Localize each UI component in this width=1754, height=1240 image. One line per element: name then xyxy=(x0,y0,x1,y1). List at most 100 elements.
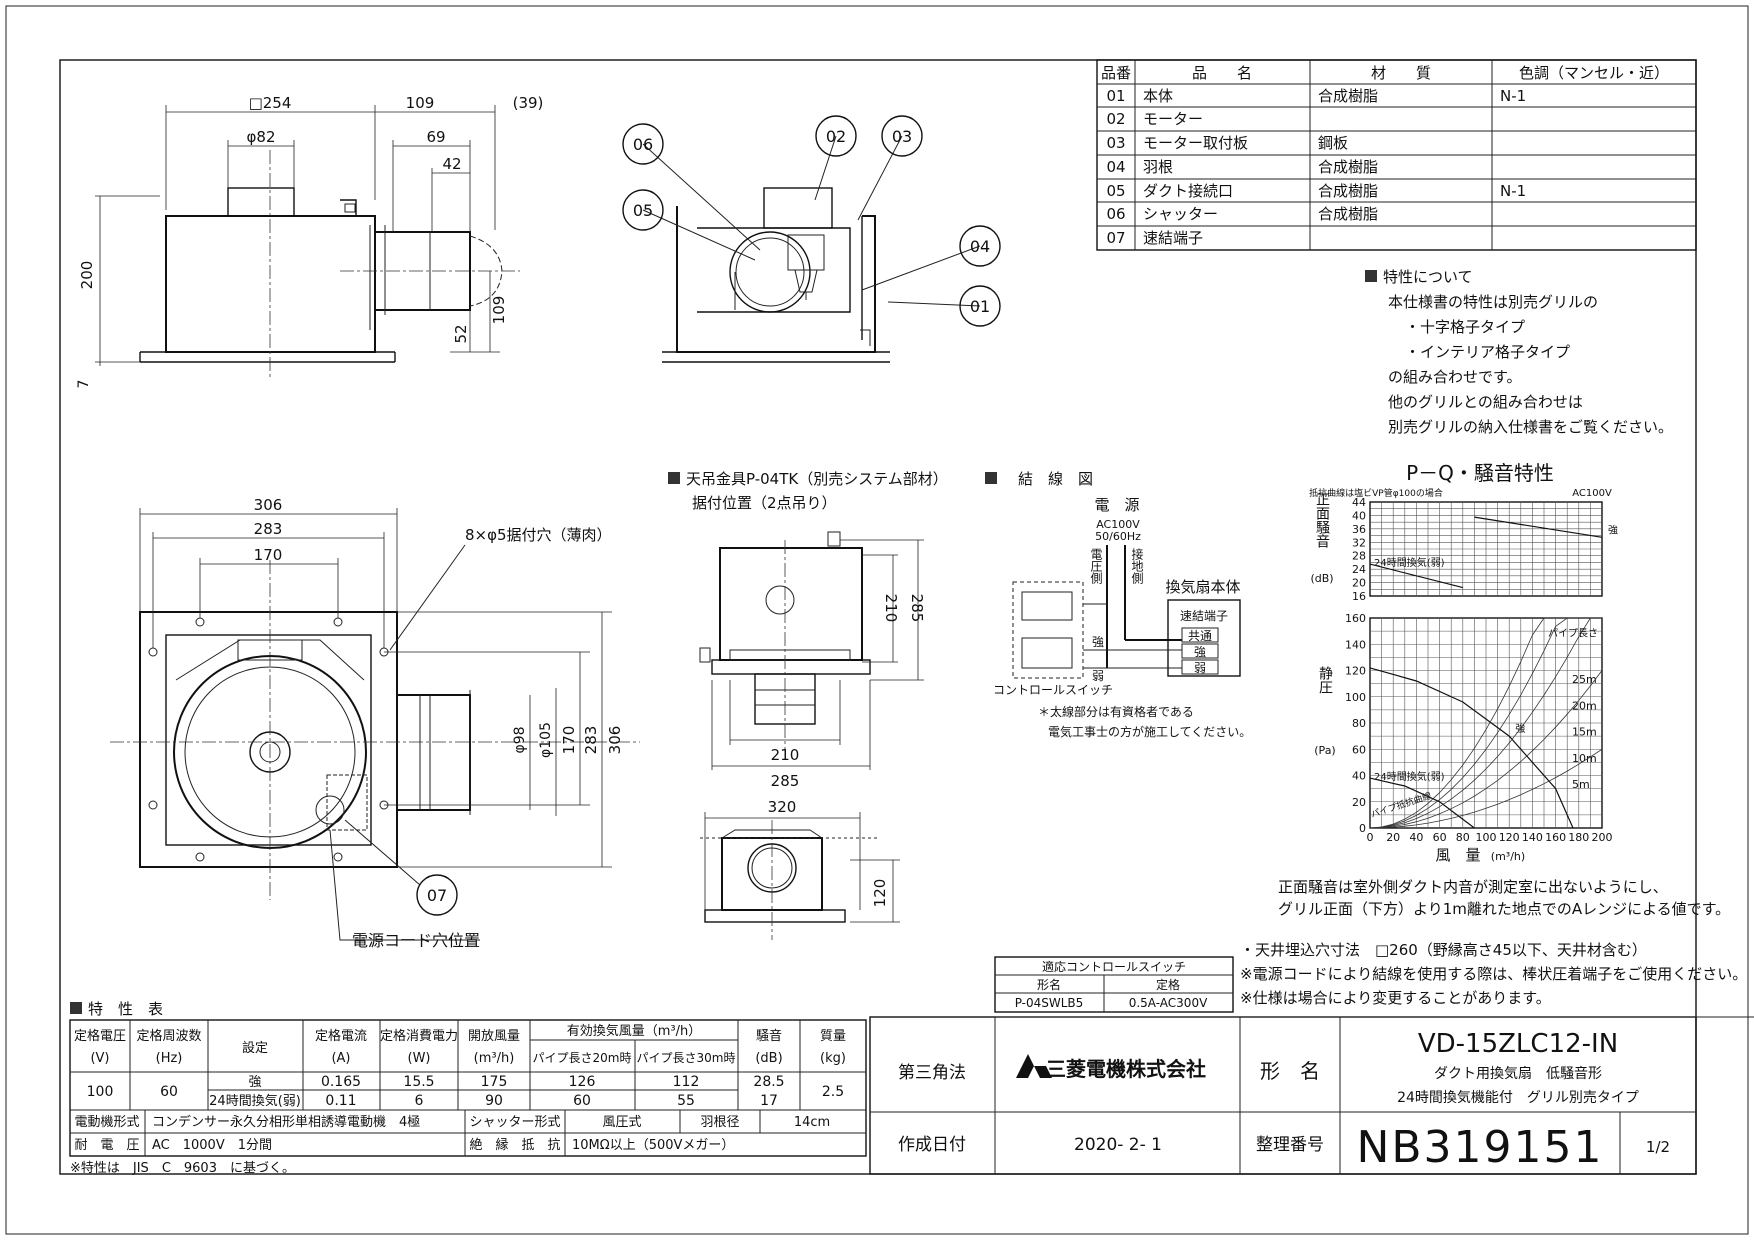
dim-42: 42 xyxy=(442,155,461,173)
install-note-3: ※仕様は場合により変更することがあります。 xyxy=(1240,989,1551,1007)
h-eff-30: パイプ長さ30m時 xyxy=(637,1051,736,1065)
wiring-power: 電 源 xyxy=(1094,496,1139,514)
val-voltage: 100 xyxy=(87,1084,114,1100)
wiring-power-spec-2: 50/60Hz xyxy=(1095,530,1141,543)
x-tick-label: 80 xyxy=(1456,831,1470,844)
spec-open: 175 xyxy=(481,1074,508,1090)
x-tick-label: 200 xyxy=(1592,831,1613,844)
leader-line xyxy=(642,143,761,251)
part-name: 速結端子 xyxy=(1143,229,1203,247)
resistance-curve xyxy=(1369,617,1602,829)
dim-109: 109 xyxy=(406,94,435,112)
leader-line xyxy=(814,135,837,201)
h-power-u: (W) xyxy=(408,1051,431,1066)
part-no: 04 xyxy=(1106,158,1125,176)
sw-table-rating: 0.5A-AC300V xyxy=(1129,996,1208,1010)
val-mass: 2.5 xyxy=(822,1084,844,1100)
section-label: 03 xyxy=(892,127,912,146)
part-name: モーター xyxy=(1143,110,1203,128)
h-freq: 定格周波数 xyxy=(136,1028,201,1044)
part-material: 合成樹脂 xyxy=(1318,158,1378,176)
char-note-line: ・インテリア格子タイプ xyxy=(1405,343,1570,361)
mitsubishi-logo-icon xyxy=(1016,1054,1052,1078)
label-07-circle xyxy=(416,874,458,916)
dim-109-v: 109 xyxy=(490,296,508,325)
note-bullet-icon xyxy=(1365,270,1377,282)
h-power: 定格消費電力 xyxy=(380,1028,458,1044)
term-weak: 弱 xyxy=(1194,661,1206,675)
h-current-u: (A) xyxy=(331,1051,350,1066)
x-tick-label: 0 xyxy=(1367,831,1374,844)
part-name: ダクト接続口 xyxy=(1143,182,1233,200)
h-mass: 質量 xyxy=(820,1029,846,1044)
company-name: 三菱電機株式会社 xyxy=(1046,1057,1206,1081)
section-label: 04 xyxy=(970,237,990,256)
x-tick-label: 140 xyxy=(1522,831,1543,844)
spec-table: 特 性 表 定格電圧 (V) 定格周波数 (Hz) 設定 定格電流 (A) 定格… xyxy=(69,1000,867,1176)
model-number: VD-15ZLC12-IN xyxy=(1418,1029,1618,1059)
char-note-line: 別売グリルの納入仕様書をご覧ください。 xyxy=(1388,418,1673,436)
dim-254: □254 xyxy=(249,94,292,112)
series-line xyxy=(1474,516,1603,538)
model-desc-1: ダクト用換気扇 低騒音形 xyxy=(1434,1065,1602,1082)
pipe-length-label: 20m xyxy=(1572,699,1597,712)
char-note-line: 本仕様書の特性は別売グリルの xyxy=(1388,293,1598,311)
y-tick-label: 140 xyxy=(1345,638,1366,651)
spec-eff30: 112 xyxy=(673,1074,700,1090)
part-name: 本体 xyxy=(1143,87,1173,105)
hanger-bullet-icon xyxy=(668,472,680,484)
dim-phi105: φ105 xyxy=(538,722,554,758)
spec-power: 6 xyxy=(415,1093,424,1109)
outer-border xyxy=(5,5,1749,1235)
doc-label: 整理番号 xyxy=(1256,1135,1324,1155)
h-voltage-u: (V) xyxy=(90,1051,109,1066)
shutter-label: シャッター形式 xyxy=(469,1115,560,1130)
sw-weak: 弱 xyxy=(1092,669,1104,683)
spec-setting: 強 xyxy=(248,1075,261,1090)
hanger-subtitle: 据付位置（2点吊り） xyxy=(692,494,837,512)
parts-h-no: 品番 xyxy=(1101,64,1131,82)
chart-title: P－Q・騒音特性 xyxy=(1406,461,1554,485)
chart-subtitle: 抵抗曲線は塩ビVP管φ100の場合 xyxy=(1309,487,1443,499)
dim-7: 7 xyxy=(76,380,92,389)
hole-note: 8×φ5据付穴（薄肉） xyxy=(465,526,612,544)
term-strong: 強 xyxy=(1194,645,1206,659)
h-mass-u: (kg) xyxy=(820,1051,846,1066)
sw-table-col1: 形名 xyxy=(1037,977,1061,992)
blade-label: 羽根径 xyxy=(700,1115,739,1130)
h-open-u: (m³/h) xyxy=(474,1051,515,1066)
projection: 第三角法 xyxy=(898,1063,966,1083)
charts: P－Q・騒音特性 抵抗曲線は塩ビVP管φ100の場合 AC100V 162024… xyxy=(1309,461,1618,864)
h-current: 定格電流 xyxy=(315,1028,367,1044)
char-note-line: 他のグリルとの組み合わせは xyxy=(1388,393,1583,411)
x-tick-label: 120 xyxy=(1499,831,1520,844)
wiring-terminal: 速結端子 xyxy=(1180,609,1228,623)
h-noise-u: (dB) xyxy=(755,1051,782,1066)
series-line xyxy=(1369,563,1463,589)
hanger-dim-285-v: 285 xyxy=(908,594,926,623)
dim-170-v: 170 xyxy=(560,726,578,755)
date-label: 作成日付 xyxy=(898,1135,966,1155)
part-color: N-1 xyxy=(1500,182,1526,200)
wiring-bullet-icon xyxy=(985,472,997,484)
section-label: 06 xyxy=(633,135,653,154)
wiring-note-1: ＊太線部分は有資格者である xyxy=(1038,704,1194,719)
pipe-legend: パイプ長さ xyxy=(1548,627,1598,639)
dim-306-v: 306 xyxy=(606,726,624,755)
part-material: 鋼板 xyxy=(1318,134,1348,152)
pipe-length-label: 15m xyxy=(1572,726,1597,739)
label-07: 07 xyxy=(427,886,447,905)
characteristics-note: 特性について 本仕様書の特性は別売グリルの・十字格子タイプ・インテリア格子タイプ… xyxy=(1365,268,1673,436)
pq-xlabel: 風 量 xyxy=(1435,846,1480,864)
y-tick-label: 60 xyxy=(1352,743,1366,756)
leader-line xyxy=(887,301,981,307)
label-circle xyxy=(622,123,664,165)
series-label: 強 xyxy=(1608,523,1618,536)
pipe-length-label: 25m xyxy=(1572,673,1597,686)
part-material: 合成樹脂 xyxy=(1318,87,1378,105)
label-circle xyxy=(959,285,1001,327)
part-no: 01 xyxy=(1106,87,1125,105)
